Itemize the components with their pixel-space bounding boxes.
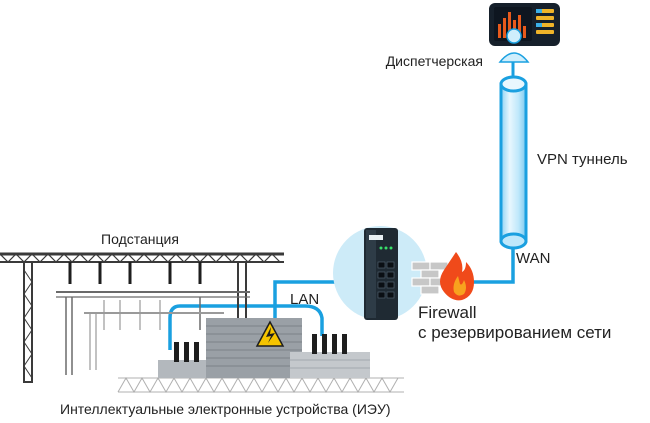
vpn-tunnel [499,62,528,250]
firewall-icon [411,252,474,301]
wan-label: WAN [516,250,550,267]
industrial-router-icon [333,226,427,320]
ied-building [158,318,370,378]
substation-icon [0,252,404,394]
dispatch-label: Диспетчерская [386,53,483,69]
ied-label: Интеллектуальные электронные устройства … [60,401,391,417]
substation-label: Подстанция [101,231,179,247]
ied-link-main [168,304,275,350]
control-room-monitor-icon [489,3,560,63]
ied-link-left [275,304,324,336]
lan-label: LAN [290,291,319,308]
hazard-icon [255,320,285,347]
wan-link [470,247,515,284]
transformer [174,334,347,362]
firewall-sublabel: с резервированием сети [418,323,611,342]
firewall-label: Firewall [418,303,477,322]
vpn-tunnel-label: VPN туннель [537,151,628,168]
